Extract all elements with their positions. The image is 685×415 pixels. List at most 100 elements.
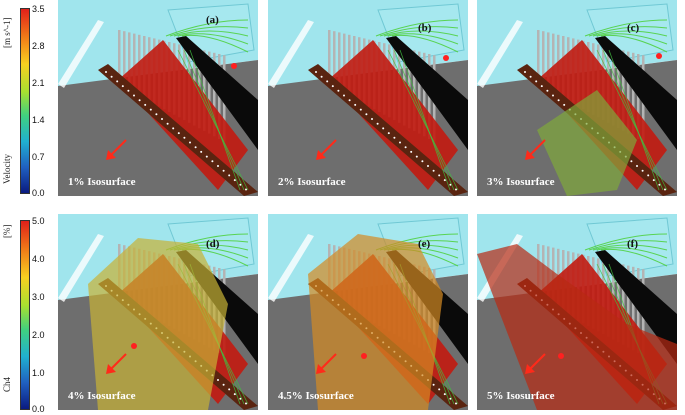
streamline [177,49,249,191]
direction-arrow [109,353,127,371]
support-prop [418,51,421,134]
streamline [183,49,245,191]
simulation-render [477,0,677,196]
conveyor-dot [239,183,242,186]
arrow-head [316,150,326,160]
support-prop [627,51,630,134]
ch4-tick: 1.0 [32,368,45,378]
support-prop [213,52,216,137]
support-prop [118,30,121,85]
isosurface-caption: 4.5% Isosurface [278,390,354,402]
conveyor-dot [641,169,644,172]
streamline [165,19,249,37]
streamline [596,247,668,259]
ch4-isosurface [308,234,443,410]
conveyor-dot [331,85,334,88]
conveyor-dot [217,165,219,167]
direction-arrow [319,353,337,371]
panel-tag: (e) [418,238,431,250]
streamline [596,33,668,45]
arrow-head [525,364,535,374]
conveyor-dot [172,127,175,130]
probe-point [656,53,662,59]
conveyor-dot [222,169,225,172]
isosurface-caption: 2% Isosurface [278,176,346,188]
support-prop [333,31,336,88]
ch4-tick: 2.0 [32,330,45,340]
streamline [387,49,459,191]
streamline [391,34,459,53]
black-screen [595,250,677,364]
conveyor-dot [222,383,225,386]
streamline [602,49,664,191]
direction-arrow [109,139,127,157]
conveyor-dot [432,169,435,172]
probe-point [443,55,449,61]
ch4-tick: 3.0 [32,292,45,302]
simulation-panel: (a)1% Isosurface [58,0,258,196]
conveyor-dot [194,146,197,149]
conveyor-dot [415,155,418,158]
conveyor-dot [228,174,231,177]
conveyor-dot [354,103,357,106]
conveyor-dot [438,174,441,177]
ch4-tick: 4.0 [32,254,45,264]
conveyor-dot [421,160,424,163]
ch4-gradient-bar [20,220,30,410]
streamline [173,30,249,37]
conveyor-dot [563,103,566,106]
conveyor-dot [110,75,113,78]
shield-plates [118,40,248,190]
conveyor-dot [233,393,236,396]
conveyor-dot [149,108,152,111]
ch4-tick: 0.0 [32,404,45,414]
conveyor-dot [144,103,147,106]
conveyor-dot [177,132,180,135]
simulation-panel: (d)4% Isosurface [58,214,258,410]
arrow-head [106,150,116,160]
streamline [592,244,668,251]
conveyor-dot [630,160,633,163]
conveyor-dot [647,174,650,177]
velocity-tick: 2.1 [32,78,45,88]
simulation-panel: (f)5% Isosurface [477,214,677,410]
conveyor-dot [438,388,441,391]
conveyor-dot [557,99,560,102]
conveyor-dot [540,85,543,88]
conveyor-dot [449,183,452,186]
shield-plates [328,40,458,190]
simulation-render [477,214,677,410]
light-band [268,20,314,88]
conveyor-dot [155,113,158,116]
support-prop [133,33,136,94]
conveyor-dot [455,402,457,405]
conveyor-dot [636,165,638,167]
conveyor-dot [652,179,655,182]
conveyor-dot [529,75,532,78]
conveyor-dot [233,179,236,182]
conveyor-dot [432,383,435,386]
streamline [600,248,668,267]
arrow-head [525,150,535,160]
conveyor-dot [239,397,242,400]
conveyor-dot [161,118,163,120]
velocity-tick: 2.8 [32,41,45,51]
velocity-tick: 0.0 [32,188,45,198]
support-prop [343,33,346,94]
simulation-panel: (b)2% Isosurface [268,0,468,196]
panel-tag: (d) [206,238,220,250]
conveyor-dot [371,118,373,120]
velocity-unit-label: [m s^-1] [2,17,12,49]
support-prop [338,32,341,91]
ch4-isosurface [537,90,637,196]
conveyor-dot [410,150,413,153]
conveyor-dot [376,122,379,125]
conveyor-dot [664,188,666,191]
conveyor-dot [337,89,340,92]
conveyor-dot [166,122,169,125]
streamline [181,34,249,53]
streamline [393,49,455,191]
conveyor-dot [138,99,141,102]
light-band [58,20,104,88]
support-prop [632,266,635,351]
